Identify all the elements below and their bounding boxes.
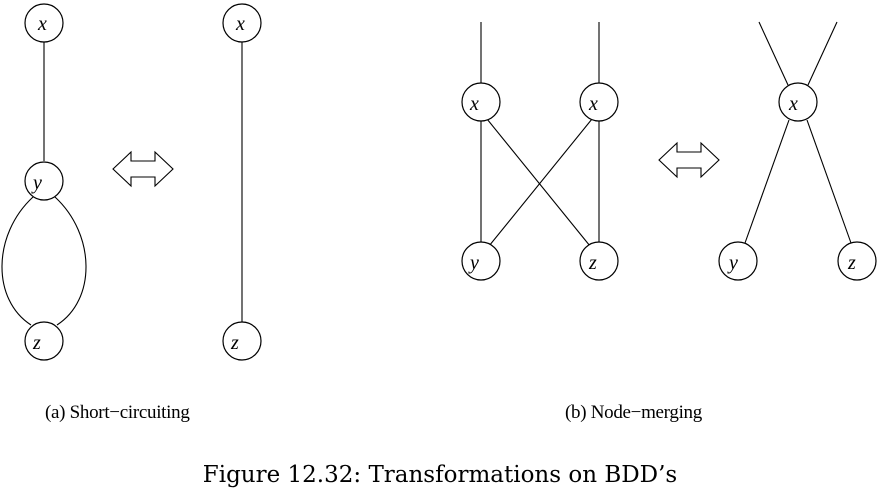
edge-x1-z bbox=[486, 118, 591, 247]
node-x: x bbox=[222, 3, 262, 43]
node-x1-label: x bbox=[469, 93, 479, 115]
edge-x-y bbox=[744, 119, 790, 244]
edge-y-z-right-arc bbox=[54, 196, 87, 326]
node-x2-label: x bbox=[588, 93, 598, 115]
node-x1: x bbox=[461, 82, 501, 122]
panel-b-label: (b) Node−merging bbox=[565, 402, 703, 423]
equivalence-arrow-a bbox=[112, 150, 174, 188]
edge-x2-y bbox=[488, 118, 593, 247]
node-z: z bbox=[837, 241, 877, 281]
node-z-label: z bbox=[230, 332, 239, 354]
node-y: y bbox=[461, 241, 501, 281]
node-z: z bbox=[222, 321, 262, 361]
node-x-label: x bbox=[37, 13, 47, 35]
figure-caption: Figure 12.32: Transformations on BDD’s bbox=[203, 462, 677, 488]
node-y-label: y bbox=[727, 252, 738, 274]
node-z-label: z bbox=[588, 252, 597, 274]
panel-b-right-graph: x y z bbox=[718, 21, 877, 281]
node-z-label: z bbox=[847, 252, 856, 274]
panel-a-label: (a) Short−circuiting bbox=[45, 402, 190, 423]
node-x: x bbox=[778, 82, 818, 122]
node-y-label: y bbox=[31, 172, 42, 194]
node-x2: x bbox=[579, 82, 619, 122]
node-z: z bbox=[579, 241, 619, 281]
node-z: z bbox=[24, 321, 64, 361]
node-z-label: z bbox=[32, 332, 41, 354]
panel-a-left-graph: x y z bbox=[1, 3, 87, 361]
node-y-label: y bbox=[468, 252, 479, 274]
edge-y-z-left-arc bbox=[1, 196, 34, 326]
node-x: x bbox=[24, 3, 64, 43]
incoming-edge-right bbox=[807, 21, 838, 86]
incoming-edge-left bbox=[758, 21, 789, 86]
node-y: y bbox=[24, 161, 64, 201]
equivalence-arrow-b bbox=[658, 141, 720, 179]
edge-x-z bbox=[806, 119, 852, 244]
node-y: y bbox=[718, 241, 758, 281]
node-x-label: x bbox=[788, 93, 798, 115]
panel-a-right-graph: x z bbox=[222, 3, 262, 361]
node-x-label: x bbox=[235, 13, 245, 35]
panel-b-left-graph: x x y z bbox=[461, 22, 619, 281]
